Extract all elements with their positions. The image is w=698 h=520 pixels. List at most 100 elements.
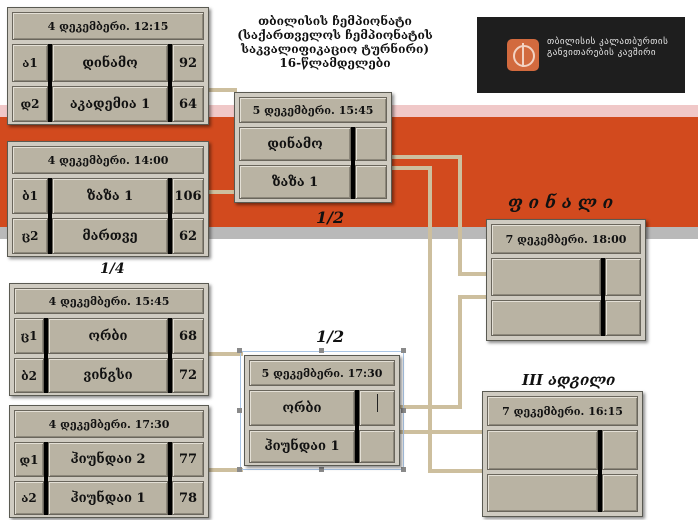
team-score: 62	[172, 218, 204, 254]
match-date: 7 დეკემბერი. 18:00	[491, 224, 641, 254]
team-score: 92	[172, 44, 204, 82]
connector-sf2-final-c	[458, 295, 488, 299]
team-seed: ა2	[14, 481, 44, 515]
match-card-sf1: 5 დეკემბერი. 15:45 დინამო ზაზა 1	[234, 92, 392, 203]
semifinal-label-bottom: 1/2	[316, 327, 345, 346]
connector-m2-sf1	[207, 190, 237, 194]
match-card-final: 7 დეკემბერი. 18:00	[486, 219, 646, 341]
semifinal-label-top: 1/2	[316, 208, 345, 227]
team-score	[359, 430, 395, 463]
divider-bar	[168, 318, 172, 393]
team-name	[491, 300, 601, 336]
resize-handle[interactable]	[319, 348, 324, 353]
connector-sf1-out	[390, 166, 430, 170]
team-name: ზაზა 1	[52, 178, 168, 214]
logo-text: თბილისის კალათბურთის განვითარების კავშირ…	[547, 37, 669, 58]
match-date: 5 დეკემბერი. 17:30	[249, 360, 395, 386]
team-seed: დ2	[12, 86, 48, 122]
team-name: ჰიუნდაი 1	[48, 481, 168, 515]
title-line-2: (საქართველოს ჩემპიონატის	[237, 28, 433, 42]
team-score	[355, 127, 387, 161]
team-seed: დ1	[14, 442, 44, 477]
team-name	[487, 430, 598, 470]
tournament-title: თბილისის ჩემპიონატი (საქართველოს ჩემპიონ…	[225, 14, 445, 70]
divider-bar	[351, 127, 355, 199]
team-name: ჰიუნდაი 1	[249, 430, 355, 463]
divider-bar	[48, 178, 52, 254]
team-name: აკადემია 1	[52, 86, 168, 122]
resize-handle[interactable]	[237, 348, 242, 353]
match-date: 4 დეკემბერი. 12:15	[12, 12, 204, 40]
team-seed: ბ1	[12, 178, 48, 214]
text-cursor	[377, 394, 378, 412]
team-score: 64	[172, 86, 204, 122]
match-card-third-place: 7 დეკემბერი. 16:15	[482, 391, 643, 517]
federation-logo: თბილისის კალათბურთის განვითარების კავშირ…	[477, 17, 685, 93]
basketball-emblem-icon	[507, 39, 539, 71]
team-name: ჰიუნდაი 2	[48, 442, 168, 477]
connector-sf1-final-c	[458, 272, 488, 276]
match-card-qf1: 4 დეკემბერი. 12:15 ა1 დინამო 92 დ2 აკადე…	[7, 7, 209, 125]
final-label: ფ ი ნ ა ლ ი	[508, 193, 614, 213]
match-card-qf4: 4 დეკემბერი. 17:30 დ1 ჰიუნდაი 2 77 ა2 ჰი…	[9, 405, 209, 518]
match-card-sf2[interactable]: 5 დეკემბერი. 17:30 ორბი ჰიუნდაი 1	[244, 355, 400, 466]
match-date: 4 დეკემბერი. 17:30	[14, 410, 204, 438]
team-score	[605, 300, 641, 336]
connector-sf2-final-a	[400, 405, 462, 409]
title-line-1: თბილისის ჩემპიონატი	[258, 14, 412, 28]
team-seed: ც1	[14, 318, 44, 354]
team-score	[605, 258, 641, 296]
resize-handle[interactable]	[401, 467, 406, 472]
team-name	[491, 258, 601, 296]
team-name: ორბი	[48, 318, 168, 354]
connector-sf1-final-b	[458, 155, 462, 275]
team-name: დინამო	[52, 44, 168, 82]
third-place-label: III ადგილი	[522, 371, 616, 389]
connector-sf1-final-a	[392, 155, 462, 159]
divider-bar	[601, 258, 605, 336]
match-card-qf3: 4 დეკემბერი. 15:45 ც1 ორბი 68 ბ2 ვინგსი …	[9, 283, 209, 396]
divider-bar	[355, 390, 359, 463]
quarterfinal-label: 1/4	[100, 261, 125, 277]
team-name: ზაზა 1	[239, 165, 351, 199]
team-name: დინამო	[239, 127, 351, 161]
team-seed: ა1	[12, 44, 48, 82]
team-name: მართვე	[52, 218, 168, 254]
resize-handle[interactable]	[401, 408, 406, 413]
connector-sf1-third	[428, 469, 484, 473]
team-seed: ც2	[12, 218, 48, 254]
team-score: 72	[172, 358, 204, 393]
team-score	[355, 165, 387, 199]
team-name: ვინგსი	[48, 358, 168, 393]
match-date: 7 დეკემბერი. 16:15	[487, 396, 638, 426]
team-score: 77	[172, 442, 204, 477]
team-seed: ბ2	[14, 358, 44, 393]
team-score	[602, 474, 638, 512]
resize-handle[interactable]	[319, 467, 324, 472]
match-date: 4 დეკემბერი. 14:00	[12, 146, 204, 174]
divider-bar	[168, 178, 172, 254]
divider-bar	[44, 318, 48, 393]
connector-m1-sf1	[207, 88, 237, 92]
team-name	[487, 474, 598, 512]
connector-m3-sf2	[207, 352, 243, 356]
connector-sf2-final-b	[458, 295, 462, 409]
divider-bar	[48, 44, 52, 122]
title-line-3: საკვალიფიკაციო ტურნირი)	[240, 42, 430, 56]
divider-bar	[168, 44, 172, 122]
divider-bar	[168, 442, 172, 515]
divider-bar	[598, 430, 602, 512]
resize-handle[interactable]	[401, 348, 406, 353]
team-score: 106	[172, 178, 204, 214]
connector-sf1-vertical	[428, 166, 432, 471]
team-score: 68	[172, 318, 204, 354]
team-score	[602, 430, 638, 470]
match-date: 4 დეკემბერი. 15:45	[14, 288, 204, 314]
divider-bar	[44, 442, 48, 515]
resize-handle[interactable]	[237, 408, 242, 413]
connector-sf2-third	[400, 430, 484, 434]
connector-m4-sf2	[207, 468, 243, 472]
team-name: ორბი	[249, 390, 355, 426]
resize-handle[interactable]	[237, 467, 242, 472]
team-score: 78	[172, 481, 204, 515]
